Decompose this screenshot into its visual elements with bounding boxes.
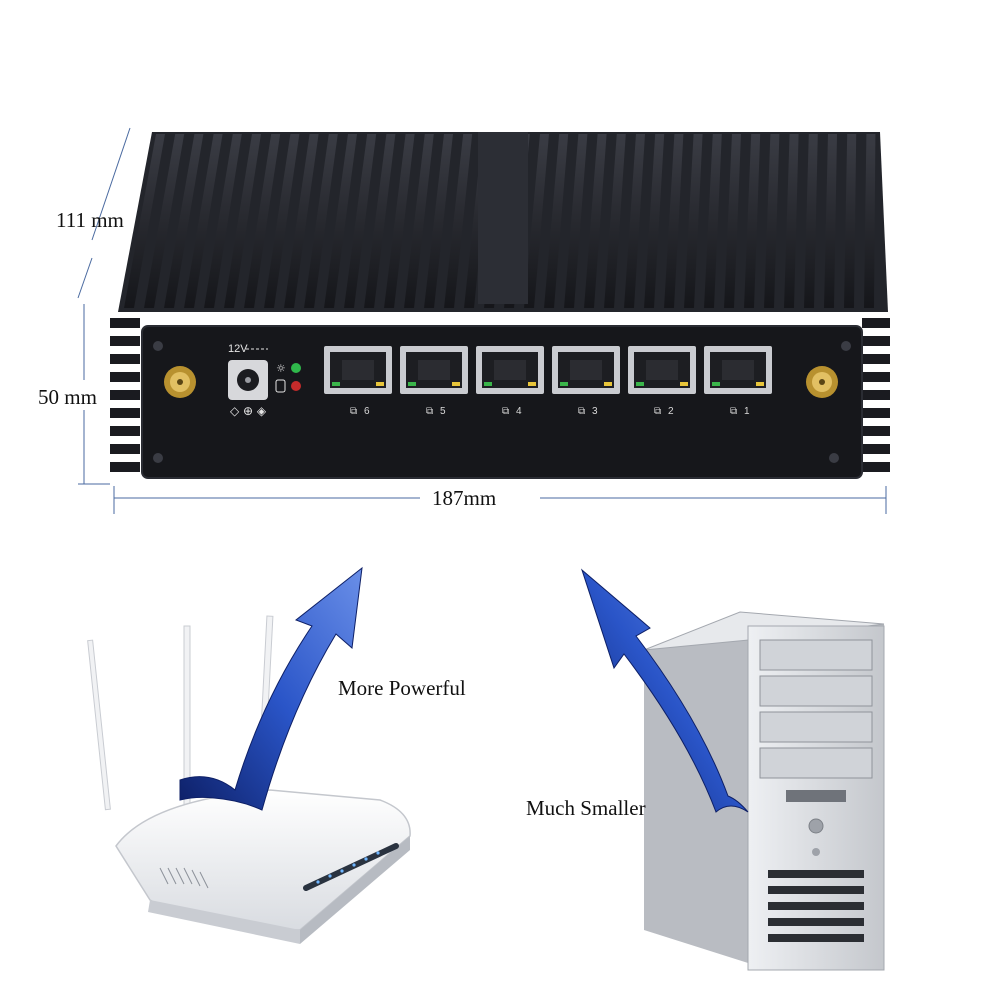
lan-port-label: 4 [516, 406, 522, 417]
rj45-port-icon [476, 346, 544, 394]
heatsink-fin [824, 134, 837, 308]
router-icon [87, 615, 411, 944]
antenna-connector-icon [806, 366, 838, 398]
height-dimension-label: 50 mm [38, 385, 97, 409]
more-powerful-label: More Powerful [338, 676, 466, 700]
power-jack-icon [228, 360, 268, 400]
heatsink-fin [124, 134, 165, 308]
heatsink-fin [664, 134, 684, 308]
network-icon: ⧉ [350, 406, 357, 417]
led-icon [291, 363, 301, 373]
heatsink-fin [244, 134, 281, 308]
heatsink-fin [384, 134, 415, 308]
lan-port-label: 2 [668, 406, 674, 417]
heatsink-fin [544, 134, 569, 308]
pc-tower-icon [643, 611, 885, 971]
depth-dimension-label: 111 mm [56, 208, 124, 232]
hdd-symbol [275, 379, 286, 393]
rj45-port-icon [324, 346, 392, 394]
heatsink-fin [784, 134, 799, 308]
network-icon: ⧉ [578, 406, 585, 417]
heatsink-fin [144, 134, 185, 308]
screw-icon [153, 341, 163, 351]
lan-port-group: ⧉ 6 ⧉ 5 ⧉ 4 ⧉ 3 ⧉ 2 ⧉ 1 [324, 346, 772, 417]
heatsink-fin [264, 134, 300, 308]
heatsink-fin [604, 134, 626, 308]
network-icon: ⧉ [426, 406, 433, 417]
side-fins-left [110, 318, 140, 472]
heatsink-fin [704, 134, 722, 308]
rj45-port-icon [400, 346, 468, 394]
rj45-port-icon [552, 346, 620, 394]
lan-port-label: 6 [364, 406, 370, 417]
heatsink-fin [224, 134, 261, 308]
heatsink-fin [184, 134, 223, 308]
lan-port-label: 1 [744, 406, 750, 417]
heatsink-fin [164, 134, 204, 308]
heatsink-fin [764, 134, 780, 308]
arrow-up-icon [580, 568, 749, 813]
heatsink-fin [644, 134, 665, 308]
width-dimension-label: 187mm [432, 486, 497, 510]
dimension-lines [77, 127, 887, 514]
depth-line-lower [77, 257, 93, 299]
heatsink-fin [844, 134, 857, 308]
heatsink-fin [424, 134, 453, 308]
heatsink-fin [584, 134, 607, 308]
heatsink-fins [124, 134, 876, 308]
rj45-port-icon [628, 346, 696, 394]
network-icon: ⧉ [502, 406, 509, 417]
heatsink-fin [524, 134, 549, 308]
heatsink-fin [744, 134, 761, 308]
lan-port-label: 3 [592, 406, 598, 417]
heatsink-fin [444, 134, 473, 308]
heatsink-fin [204, 134, 242, 308]
arrow-up-icon [179, 566, 363, 811]
mini-pc: 12V ◇ ⊕ ◈ ☼ ⧉ 6 ⧉ 5 ⧉ 4 ⧉ 3 ⧉ 2 [110, 132, 890, 479]
heatsink-fin [684, 134, 703, 308]
much-smaller-label: Much Smaller [526, 796, 646, 820]
led-power-symbol: ☼ [276, 362, 286, 375]
led-icon [291, 381, 301, 391]
heatsink-fin [284, 134, 319, 308]
heatsink-fin [404, 134, 434, 308]
heatsink-center-ridge [478, 132, 528, 304]
heatsink-fin [304, 134, 338, 308]
heatsink-fin [724, 134, 741, 308]
depth-line-upper [91, 127, 131, 241]
heatsink-fin [564, 134, 588, 308]
lan-port-label: 5 [440, 406, 446, 417]
heatsink-fin [344, 134, 377, 308]
heatsink-fin [864, 134, 876, 308]
polarity-symbols: ◇ ⊕ ◈ [230, 404, 267, 418]
screw-icon [829, 453, 839, 463]
power-label: 12V [228, 343, 248, 355]
rj45-port-icon [704, 346, 772, 394]
antenna-connector-icon [164, 366, 196, 398]
heatsink-fin [804, 134, 818, 308]
network-icon: ⧉ [730, 406, 737, 417]
screw-icon [153, 453, 163, 463]
screw-icon [841, 341, 851, 351]
network-icon: ⧉ [654, 406, 661, 417]
side-fins-right [862, 318, 890, 472]
heatsink-fin [364, 134, 396, 308]
heatsink-fin [324, 134, 357, 308]
heatsink-fin [624, 134, 645, 308]
